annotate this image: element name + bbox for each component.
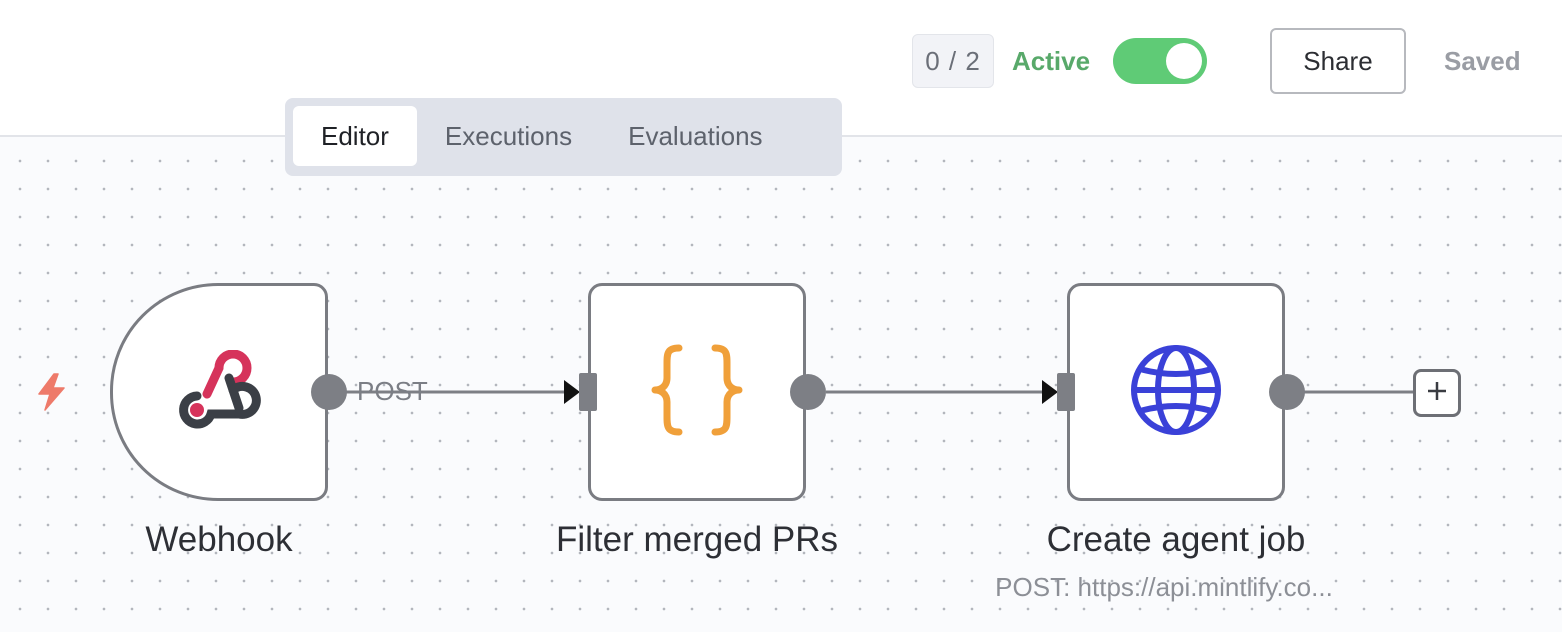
filter-input-handle[interactable]	[579, 373, 597, 411]
agent-job-input-handle[interactable]	[1057, 373, 1075, 411]
tab-evaluations[interactable]: Evaluations	[628, 120, 763, 151]
filter-output-handle[interactable]	[790, 374, 826, 410]
active-label: Active	[1012, 46, 1091, 76]
globe-icon	[1128, 342, 1224, 443]
saved-status: Saved	[1444, 46, 1521, 76]
edge-arrow-filter	[564, 380, 580, 404]
active-toggle[interactable]	[1113, 38, 1207, 84]
view-tabs: Editor Executions Evaluations	[285, 98, 842, 176]
node-webhook[interactable]	[110, 283, 328, 501]
node-agent-job-subtitle: POST: https://api.mintlify.co...	[995, 572, 1333, 602]
tab-executions[interactable]: Executions	[444, 120, 573, 151]
lightning-bolt-icon	[34, 372, 70, 417]
node-webhook-label: Webhook	[145, 520, 293, 559]
node-filter-label: Filter merged PRs	[555, 520, 839, 559]
agent-job-output-handle[interactable]	[1269, 374, 1305, 410]
share-button[interactable]: Share	[1270, 28, 1406, 94]
node-create-agent-job[interactable]	[1067, 283, 1285, 501]
plus-icon	[1426, 380, 1448, 407]
toggle-knob	[1166, 43, 1202, 79]
code-braces-icon	[649, 342, 745, 443]
edge-arrow-agent	[1042, 380, 1058, 404]
node-agent-job-label: Create agent job	[1046, 520, 1306, 559]
webhook-output-handle[interactable]	[311, 374, 347, 410]
tab-editor[interactable]: Editor	[293, 106, 417, 166]
execution-counter: 0 / 2	[912, 34, 994, 88]
webhook-icon	[177, 349, 261, 435]
edge-label-post: POST	[357, 376, 428, 406]
add-node-button[interactable]	[1413, 369, 1461, 417]
node-filter-merged-prs[interactable]	[588, 283, 806, 501]
